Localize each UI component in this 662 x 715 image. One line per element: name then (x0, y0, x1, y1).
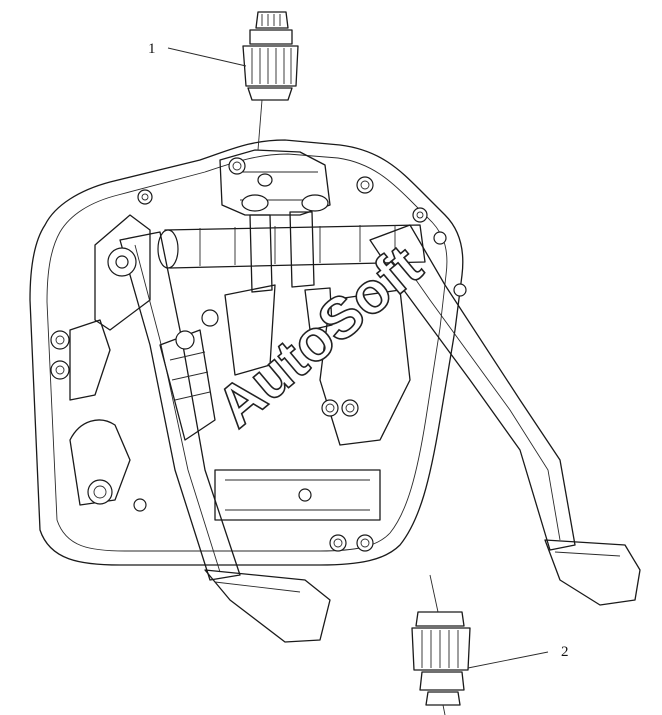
callout-1-label: 1 (148, 41, 156, 57)
right-pedal-arm (369, 224, 641, 606)
mounting-bolts (50, 157, 467, 552)
callout-2-leader (467, 651, 549, 669)
callout-2-label: 2 (561, 644, 569, 660)
callout-2: 2 (467, 644, 569, 669)
callout-1-leader (167, 47, 247, 67)
lower-pedal-switch (411, 574, 471, 715)
pushrod-assembly (159, 284, 333, 441)
upper-pedal-switch (242, 11, 299, 151)
callout-1: 1 (148, 41, 247, 67)
pivot-shaft (157, 211, 426, 293)
left-pedal-arm (107, 231, 331, 643)
bracket-frame (69, 149, 411, 521)
